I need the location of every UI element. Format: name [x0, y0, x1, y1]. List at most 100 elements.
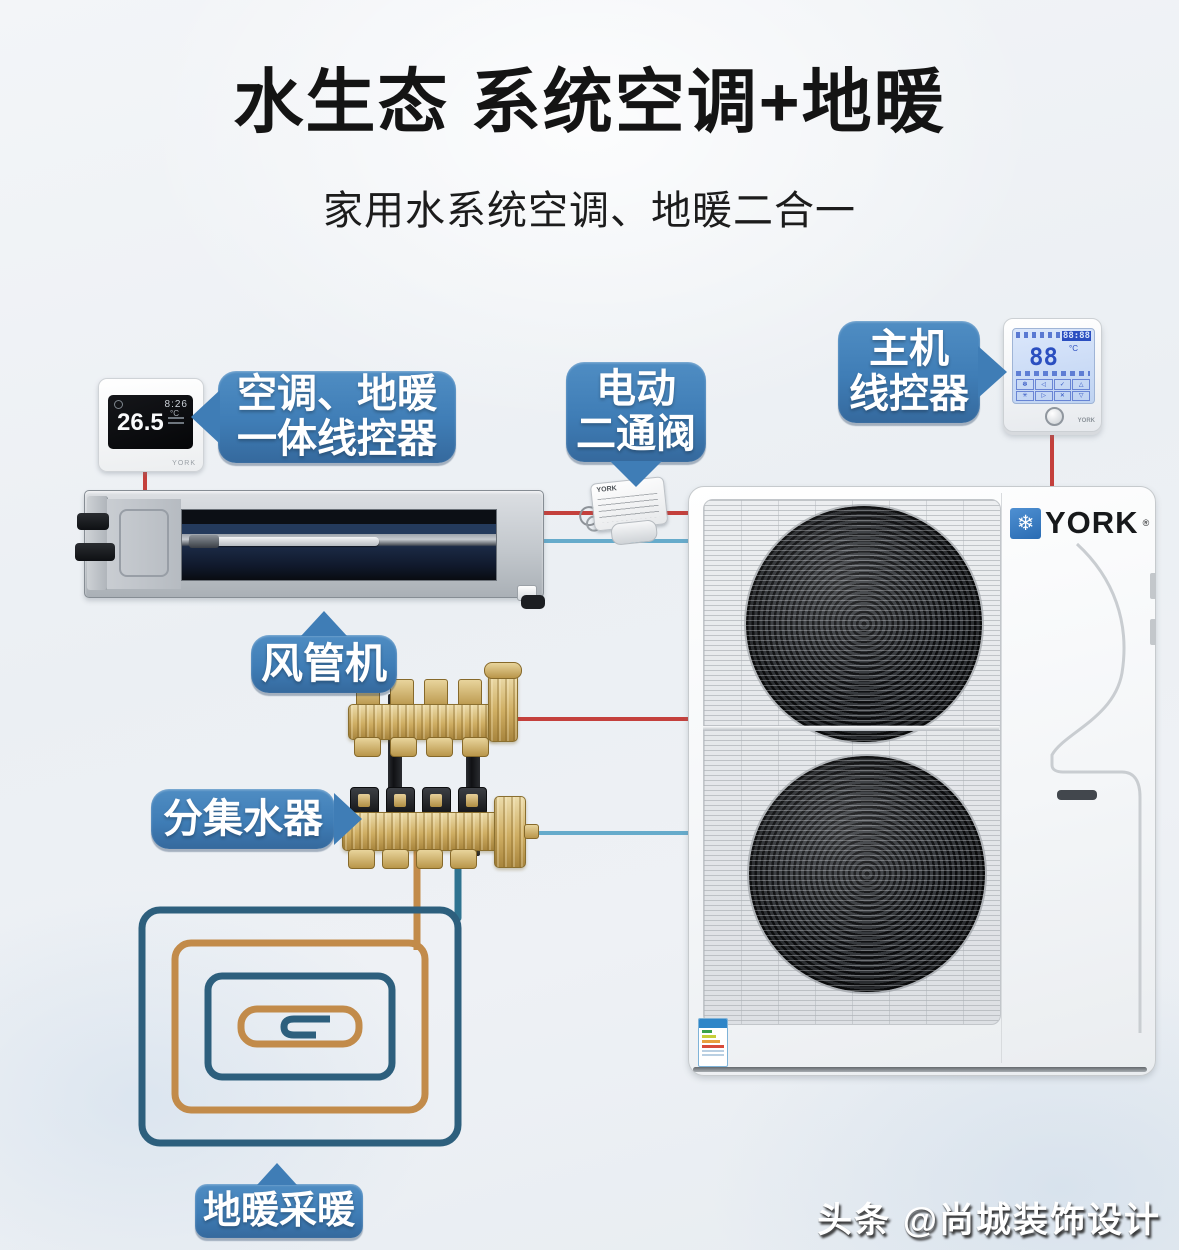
label-lines: [597, 492, 660, 523]
panel-swoosh: [1050, 542, 1142, 1033]
ac-floor-thermostat: 8:26 26.5 °C YORK: [98, 378, 204, 472]
manifold-nut: [450, 849, 477, 869]
manifold-nut: [462, 737, 489, 757]
return-manifold-bar: [342, 812, 504, 851]
thermostat-time: 8:26: [164, 399, 188, 410]
brand-name: YORK: [1045, 505, 1139, 540]
page-title: 水生态 系统空调+地暖: [233, 63, 946, 141]
pipe-fitting: [189, 535, 219, 548]
label-text: 主机: [869, 327, 949, 372]
outdoor-unit: ❄ YORK ®: [688, 486, 1156, 1076]
key-up-icon: △: [1072, 379, 1090, 390]
arrow-down-icon: [610, 461, 662, 487]
status-icons: [1016, 332, 1062, 338]
label-text: 空调、地暖: [237, 372, 437, 417]
fan-speed-icon: [168, 417, 184, 419]
key-fan-icon: ✳: [1016, 390, 1034, 401]
outlet-stub: [524, 824, 539, 839]
water-connector-bottom: [75, 543, 115, 561]
label-floor-heating: 地暖采暖: [195, 1163, 363, 1238]
floor-coil-ring-1: [138, 906, 462, 1147]
controller-lcd: 88:88 88 °C ❆ ◁ ✓ △ ✳ ▷ ✕ ▽: [1012, 328, 1095, 404]
label-duct-unit: 风管机: [251, 611, 397, 693]
supply-manifold-bar: [348, 704, 500, 740]
manifold-nut: [382, 849, 409, 869]
manifold-valve-knob: [424, 679, 448, 708]
page-subtitle: 家用水系统空调、地暖二合一: [323, 189, 856, 233]
key-right-icon: ▷: [1034, 390, 1053, 401]
water-connector-top: [77, 513, 109, 530]
duct-type-indoor-unit: [75, 490, 545, 609]
registered-mark: ®: [1142, 518, 1150, 528]
label-main-controller: 主机 线控器: [838, 321, 1007, 423]
label-text: 二通阀: [576, 412, 696, 456]
floor-coil-center-hook: [280, 1015, 330, 1039]
fan-top: [746, 506, 982, 742]
key-cool-icon: ❆: [1016, 379, 1034, 390]
brand-text: YORK: [172, 460, 196, 467]
floor-coil-ring-4: [237, 1005, 363, 1048]
valve-handle: [458, 787, 487, 815]
power-icon: [114, 400, 123, 409]
arrow-right-icon: [978, 346, 1007, 398]
york-logo: ❄ YORK ®: [1010, 505, 1149, 541]
side-panel: ❄ YORK ®: [1001, 493, 1152, 1063]
label-manifold: 分集水器: [151, 789, 362, 849]
manifold-nut: [390, 737, 417, 757]
main-unit-controller: 88:88 88 °C ❆ ◁ ✓ △ ✳ ▷ ✕ ▽ YORK: [1003, 318, 1102, 432]
panel-hinge: [1150, 619, 1156, 645]
water-manifold: [340, 662, 550, 883]
panel-hinge: [1150, 573, 1156, 599]
manifold-end-valve: [488, 674, 518, 742]
label-text: 电动: [596, 367, 676, 412]
manifold-nut: [416, 849, 443, 869]
manifold-nut: [348, 849, 375, 869]
thermostat-temp: 26.5: [117, 409, 164, 436]
end-cap: [521, 595, 545, 609]
brand-text: YORK: [1077, 418, 1095, 424]
touch-keypad: ❆ ◁ ✓ △ ✳ ▷ ✕ ▽: [1016, 379, 1090, 401]
panel-detail: [119, 509, 169, 577]
key-left-icon: ◁: [1034, 379, 1053, 390]
valve-handle: [422, 787, 451, 815]
label-text: 线控器: [849, 372, 969, 416]
mode-icons: [1016, 371, 1090, 376]
controller-time: 88:88: [1061, 331, 1091, 341]
fan-bottom: [749, 756, 985, 992]
arrow-right-icon: [334, 793, 362, 845]
manifold-end-valve: [494, 796, 526, 868]
handle-slot: [1057, 790, 1097, 800]
air-vent-cap: [484, 662, 522, 679]
manifold-nut: [426, 737, 453, 757]
arrow-up-icon: [257, 1163, 297, 1185]
label-ac-floor-controller: 空调、地暖 一体线控器: [191, 371, 456, 463]
thermostat-screen: 8:26 26.5 °C: [108, 395, 193, 449]
power-button: [1045, 407, 1064, 426]
key-cancel-icon: ✕: [1053, 390, 1072, 401]
arrow-left-icon: [191, 390, 220, 444]
controller-temp: 88: [1029, 343, 1058, 371]
label-text: 分集水器: [163, 796, 323, 841]
valve-body: [610, 519, 659, 546]
label-text: 风管机: [260, 640, 387, 688]
unit-base-shadow: [693, 1067, 1147, 1072]
valve-handle: [386, 787, 415, 815]
label-electric-valve: 电动 二通阀: [566, 362, 706, 487]
label-text: 地暖采暖: [202, 1189, 355, 1232]
watermark: 头条 @尚城装饰设计: [817, 1201, 1161, 1240]
snowflake-icon: ❄: [1010, 507, 1041, 539]
energy-label: [698, 1018, 728, 1067]
key-ok-icon: ✓: [1053, 379, 1072, 390]
arrow-up-icon: [301, 611, 347, 636]
key-down-icon: ▽: [1072, 390, 1090, 401]
duct-side-panel: [107, 499, 181, 589]
floor-coil-ring-3: [204, 972, 396, 1081]
label-text: 一体线控器: [237, 417, 437, 461]
temp-unit: °C: [170, 409, 179, 418]
floor-coil-ring-2: [171, 939, 429, 1114]
manifold-nut: [354, 737, 381, 757]
grille-divider: [703, 726, 999, 731]
fan-grille: [703, 499, 1001, 1025]
heat-exchanger-pipe: [189, 537, 379, 546]
